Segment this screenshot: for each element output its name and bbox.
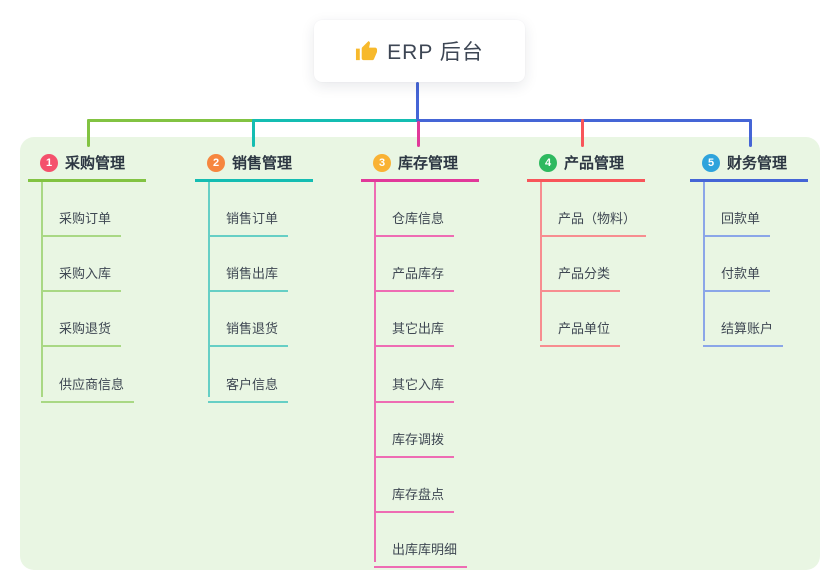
child-topic-label: 仓库信息 (392, 211, 445, 226)
branch-spine-line (374, 182, 376, 562)
child-topic-label: 回款单 (721, 211, 761, 226)
child-topic-label: 其它入库 (392, 377, 445, 392)
child-topic-label: 库存盘点 (392, 487, 445, 502)
child-topic-label: 销售退货 (226, 321, 279, 336)
child-topic[interactable]: 销售退货 (208, 306, 289, 347)
branches-panel (20, 137, 820, 570)
child-topic-label: 库存调拨 (392, 432, 445, 447)
branch-spine-line (540, 182, 542, 341)
branch-number-badge: 5 (702, 153, 720, 172)
bus-segment-green (87, 119, 254, 122)
child-topic[interactable]: 采购退货 (41, 306, 122, 347)
bus-segment-teal (252, 119, 418, 122)
bus-segment-blue (416, 119, 752, 122)
child-topic[interactable]: 产品分类 (540, 251, 621, 292)
branch-drop-line (581, 119, 584, 147)
child-topic-label: 采购退货 (59, 321, 112, 336)
child-topic-label: 销售出库 (226, 266, 279, 281)
child-topic[interactable]: 库存盘点 (374, 472, 455, 513)
child-topic-label: 销售订单 (226, 211, 279, 226)
child-topic[interactable]: 销售出库 (208, 251, 289, 292)
child-topic-label: 付款单 (721, 266, 761, 281)
branch-topic-5[interactable]: 5 财务管理 (690, 146, 808, 182)
branch-number-badge: 2 (207, 153, 225, 172)
child-topic[interactable]: 客户信息 (208, 362, 289, 403)
branch-topic-1[interactable]: 1 采购管理 (28, 146, 146, 182)
branch-drop-line (749, 119, 752, 147)
child-topic[interactable]: 产品（物料） (540, 196, 647, 237)
child-topic[interactable]: 仓库信息 (374, 196, 455, 237)
child-topic[interactable]: 供应商信息 (41, 362, 135, 403)
child-topic-label: 产品库存 (392, 266, 445, 281)
branch-topic-2[interactable]: 2 销售管理 (195, 146, 313, 182)
branch-spine-line (208, 182, 210, 397)
child-topic[interactable]: 产品单位 (540, 306, 621, 347)
root-stem-line (416, 82, 419, 122)
child-topic-label: 产品分类 (558, 266, 611, 281)
child-topic[interactable]: 出库库明细 (374, 527, 468, 568)
branch-label: 产品管理 (564, 155, 625, 172)
child-topic[interactable]: 回款单 (703, 196, 771, 237)
child-topic-label: 采购订单 (59, 211, 112, 226)
branch-spine-line (703, 182, 705, 341)
child-topic-label: 供应商信息 (59, 377, 125, 392)
branch-number-badge: 4 (539, 153, 557, 172)
branch-spine-line (41, 182, 43, 397)
child-topic-label: 产品单位 (558, 321, 611, 336)
child-topic[interactable]: 销售订单 (208, 196, 289, 237)
child-topic[interactable]: 产品库存 (374, 251, 455, 292)
root-label: ERP 后台 (387, 41, 484, 64)
child-topic-label: 结算账户 (721, 321, 774, 336)
branch-label: 采购管理 (65, 155, 126, 172)
branch-label: 财务管理 (727, 155, 788, 172)
branch-drop-line (417, 121, 420, 147)
child-topic-label: 客户信息 (226, 377, 279, 392)
branch-label: 库存管理 (398, 155, 459, 172)
thumbs-up-icon (355, 40, 378, 63)
branch-topic-4[interactable]: 4 产品管理 (527, 146, 645, 182)
branch-topic-3[interactable]: 3 库存管理 (361, 146, 479, 182)
child-topic[interactable]: 库存调拨 (374, 417, 455, 458)
child-topic[interactable]: 其它入库 (374, 362, 455, 403)
child-topic[interactable]: 付款单 (703, 251, 771, 292)
branch-label: 销售管理 (232, 155, 293, 172)
mindmap-root-node[interactable]: ERP 后台 (314, 20, 525, 82)
child-topic[interactable]: 采购订单 (41, 196, 122, 237)
branch-number-badge: 1 (40, 153, 58, 172)
child-topic-label: 其它出库 (392, 321, 445, 336)
branch-number-badge: 3 (373, 153, 391, 172)
child-topic-label: 出库库明细 (392, 542, 458, 557)
child-topic-label: 采购入库 (59, 266, 112, 281)
child-topic[interactable]: 其它出库 (374, 306, 455, 347)
child-topic[interactable]: 采购入库 (41, 251, 122, 292)
branch-drop-line (252, 119, 255, 147)
child-topic-label: 产品（物料） (558, 211, 637, 226)
child-topic[interactable]: 结算账户 (703, 306, 784, 347)
branch-drop-line (87, 119, 90, 147)
